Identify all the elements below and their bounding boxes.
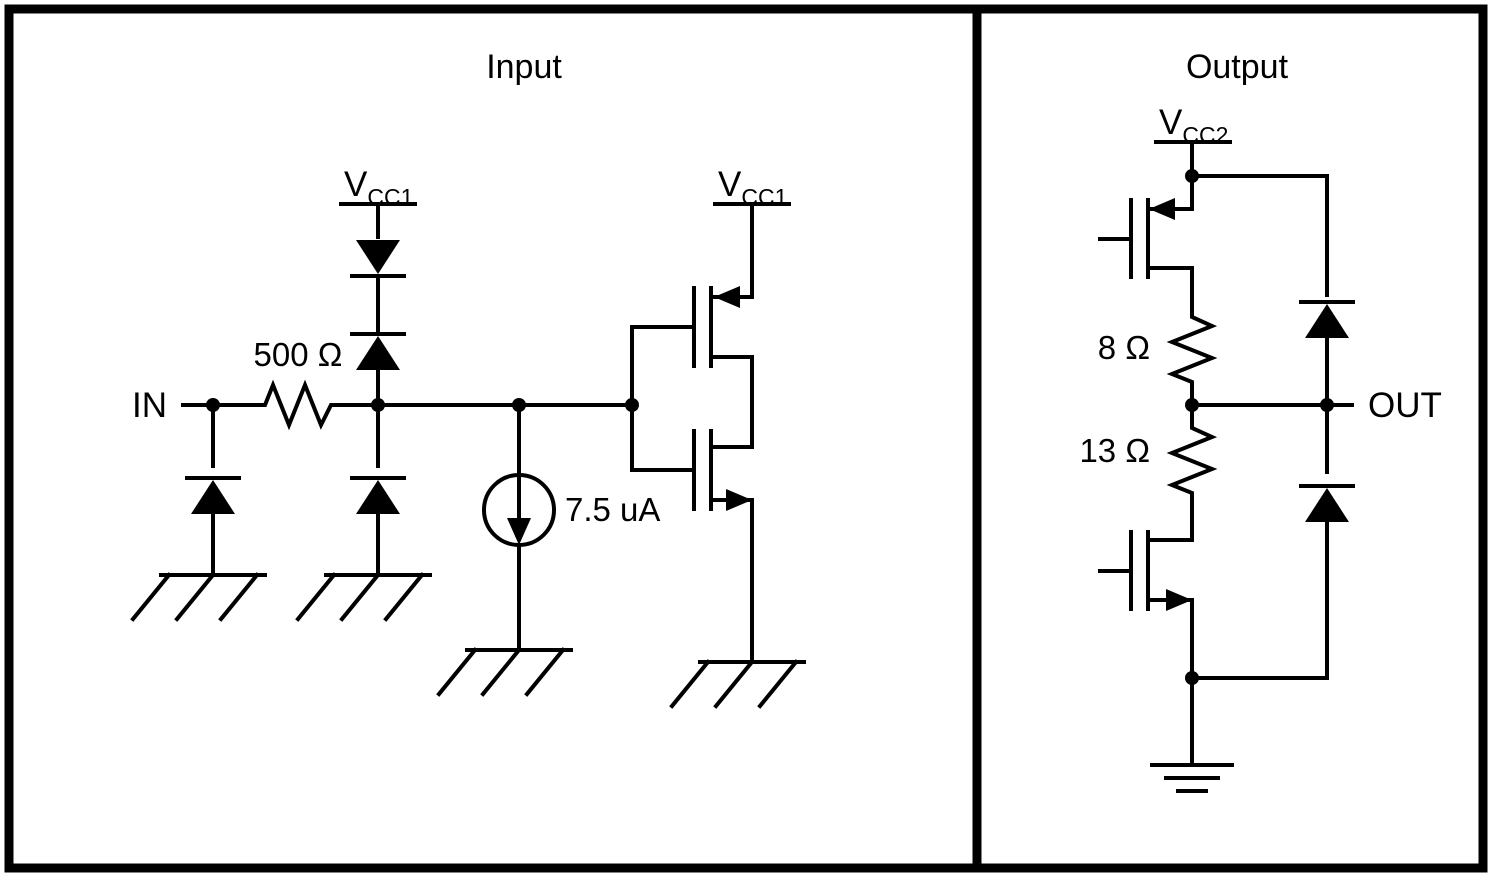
panel-frames: [4, 4, 1488, 873]
ground-symbol-in: [131, 573, 267, 621]
vcc1-left-label-main: V: [344, 165, 368, 204]
in-esd-diode-to-ground: [185, 476, 241, 516]
input-nmos: [692, 429, 754, 511]
out-esd-diode-lower: [1299, 484, 1355, 524]
vcc2-label-sub: CC2: [1182, 122, 1228, 148]
node-esd-diode-vcc1-upper: [350, 238, 406, 278]
output-pmos-source-arrow: [1149, 198, 1175, 220]
resistor-13-symbol: [1166, 418, 1218, 503]
vcc1-left-label: VCC1: [344, 165, 413, 210]
outer-frame: [4, 4, 1488, 873]
node-esd-diode-vcc1-lower: [350, 332, 406, 372]
out-terminal-label: OUT: [1368, 386, 1442, 425]
vcc1-right-label-sub: CC1: [741, 184, 787, 210]
vcc1-right-label-main: V: [718, 165, 742, 204]
vcc2-label: VCC2: [1159, 103, 1228, 148]
output-panel-title: Output: [1186, 48, 1289, 86]
output-nmos-source-arrow: [1166, 589, 1192, 611]
resistor-500-label: 500 Ω: [254, 336, 343, 373]
ground-symbol-current-source: [437, 648, 573, 696]
output-circuit: VCC2 8 Ω: [1079, 103, 1442, 793]
resistor-500-symbol: [254, 379, 342, 431]
ground-symbol-output: [1150, 763, 1234, 793]
vcc2-label-main: V: [1159, 103, 1183, 142]
out-esd-diode-upper: [1299, 300, 1355, 340]
input-circuit: IN 500 Ω VCC1: [131, 165, 806, 708]
in-terminal-label: IN: [132, 386, 167, 425]
output-pmos: [1098, 198, 1194, 279]
current-source-arrow-head: [507, 518, 531, 545]
input-panel-title: Input: [486, 48, 562, 86]
ground-symbol-nodeb: [296, 573, 432, 621]
resistor-13-label: 13 Ω: [1079, 432, 1150, 469]
resistor-8-label: 8 Ω: [1098, 329, 1150, 366]
output-nmos: [1098, 530, 1194, 611]
vcc1-left-label-sub: CC1: [367, 184, 413, 210]
input-pmos-source-arrow: [714, 286, 740, 308]
node-esd-diode-to-ground: [350, 476, 406, 516]
current-source-label: 7.5 uA: [565, 491, 660, 528]
ground-symbol-input-nmos: [670, 660, 806, 708]
input-nmos-source-arrow: [726, 489, 752, 511]
vcc1-right-label: VCC1: [718, 165, 787, 210]
input-pmos: [692, 286, 754, 368]
resistor-8-symbol: [1166, 307, 1218, 392]
